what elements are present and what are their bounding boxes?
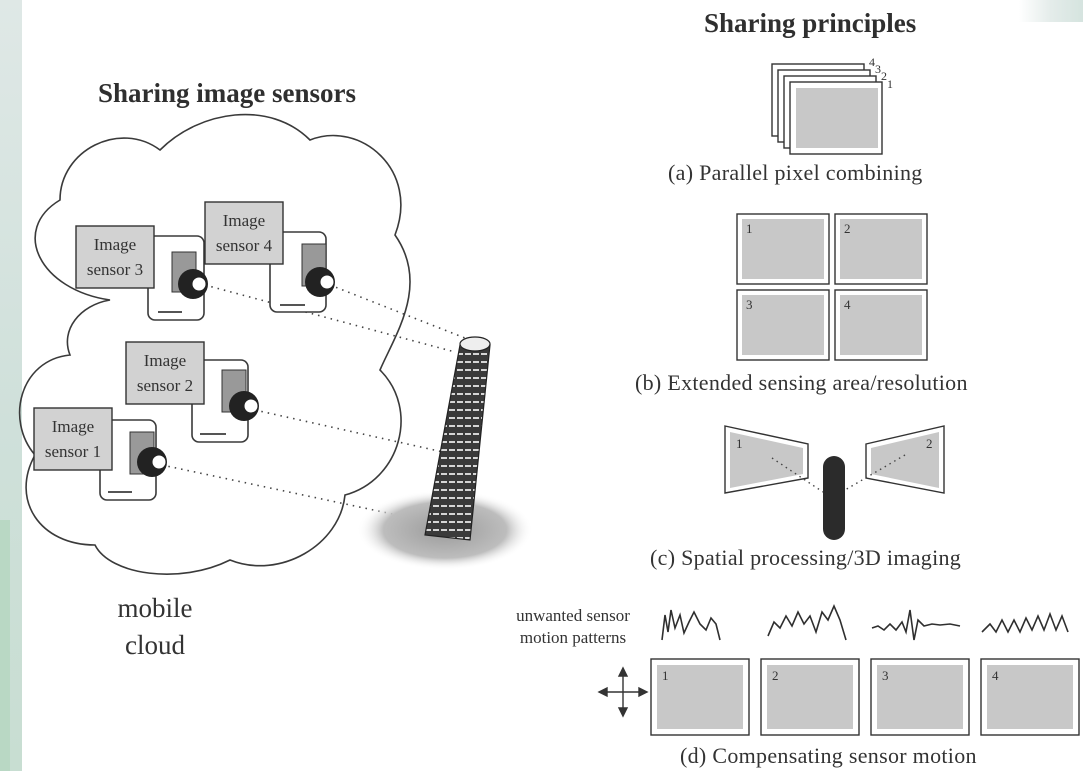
motion-pattern-4: [981, 611, 1069, 634]
sight-line-2: [254, 409, 471, 459]
mobile-cloud: [18, 113, 411, 575]
svg-text:Image: Image: [144, 351, 186, 370]
stack-number-2: 2: [881, 69, 887, 83]
right-panel-title: Sharing principles: [704, 8, 917, 38]
frame-number-2: 2: [772, 668, 779, 683]
phone-sensor-1: [99, 419, 167, 501]
corner-decoration: [1019, 0, 1083, 22]
svg-text:sensor 1: sensor 1: [45, 442, 101, 461]
view-number-2: 2: [926, 436, 933, 451]
tile-number-1: 1: [746, 221, 753, 236]
motion-label-line2: motion patterns: [520, 628, 626, 647]
principle-d-frames: 1 2 3 4: [650, 658, 1080, 736]
frame-number-3: 3: [882, 668, 889, 683]
sensor-label-1: Image sensor 1: [33, 407, 113, 471]
cloud-label-line1: mobile: [118, 593, 193, 623]
phone-sensor-4: [269, 231, 335, 313]
svg-text:sensor 4: sensor 4: [216, 236, 273, 255]
frame-number-4: 4: [992, 668, 999, 683]
cloud-label-line2: cloud: [125, 630, 185, 660]
caption-a: (a) Parallel pixel combining: [668, 160, 923, 185]
principle-a-stack: 4 3 2 1: [771, 55, 893, 155]
principle-c-views: 1 2: [724, 425, 945, 540]
svg-text:sensor 3: sensor 3: [87, 260, 143, 279]
svg-text:Image: Image: [94, 235, 136, 254]
move-arrows-icon: [597, 666, 649, 718]
sensor-label-4: Image sensor 4: [204, 201, 284, 265]
motion-pattern-2: [767, 603, 847, 641]
caption-b: (b) Extended sensing area/resolution: [635, 370, 968, 395]
stack-number-1: 1: [887, 77, 893, 91]
svg-text:Image: Image: [223, 211, 265, 230]
sensor-label-3: Image sensor 3: [75, 225, 155, 289]
frame-number-1: 1: [662, 668, 669, 683]
view-number-1: 1: [736, 436, 743, 451]
motion-patterns: [661, 603, 1069, 641]
left-edge-accent: [0, 520, 10, 771]
sensor-label-2: Image sensor 2: [125, 341, 205, 405]
svg-text:sensor 2: sensor 2: [137, 376, 193, 395]
principle-b-grid: 1 2 3 4: [736, 213, 928, 361]
tile-number-3: 3: [746, 297, 753, 312]
stack-number-3: 3: [875, 62, 881, 76]
tile-number-2: 2: [844, 221, 851, 236]
phone-sensor-3: [147, 235, 208, 321]
motion-label-line1: unwanted sensor: [516, 606, 630, 625]
imaged-object: [823, 456, 845, 540]
left-panel-title: Sharing image sensors: [98, 78, 357, 108]
motion-pattern-3: [871, 609, 961, 641]
tower-top: [459, 336, 491, 352]
caption-c: (c) Spatial processing/3D imaging: [650, 545, 962, 570]
cloud-outline: [18, 113, 411, 575]
svg-text:Image: Image: [52, 417, 94, 436]
tile-number-4: 4: [844, 297, 851, 312]
caption-d: (d) Compensating sensor motion: [680, 743, 977, 768]
phone-sensor-2: [191, 359, 259, 443]
sight-line-4: [329, 284, 471, 341]
leaning-tower-illustration: [357, 336, 533, 570]
stack-number-4: 4: [869, 55, 875, 69]
sight-line-3: [204, 284, 456, 353]
motion-pattern-1: [661, 609, 721, 641]
